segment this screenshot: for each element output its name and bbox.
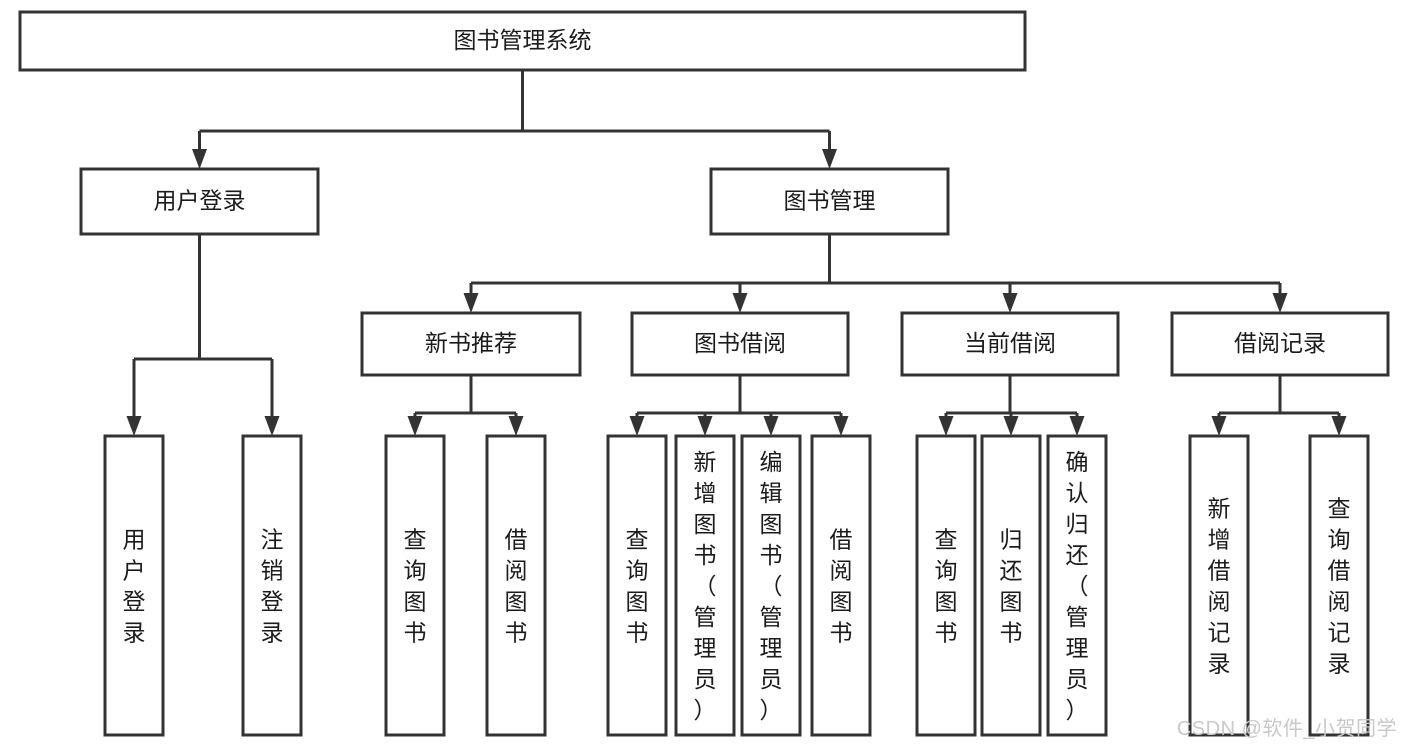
arrow-head-icon [1003, 416, 1019, 436]
connector-group [192, 70, 837, 169]
node-current-borrow[interactable]: 当前借阅 [900, 311, 1120, 377]
node-leaf-add-record[interactable]: 新增借阅记录 [1188, 434, 1250, 737]
node-book-borrow[interactable]: 图书借阅 [630, 311, 850, 377]
node-box[interactable] [1188, 434, 1250, 737]
node-leaf-user-login[interactable]: 用户登录 [103, 434, 165, 737]
arrow-head-icon [938, 416, 954, 436]
arrow-head-icon [264, 416, 280, 436]
node-box[interactable] [1170, 311, 1390, 377]
node-label: 图书借阅 [694, 330, 786, 356]
node-leaf-query-book-3[interactable]: 查询图书 [915, 434, 977, 737]
arrow-head-icon [192, 149, 207, 169]
node-label: 新增借阅记录 [1208, 496, 1231, 677]
node-leaf-return-book[interactable]: 归还图书 [980, 434, 1042, 737]
arrow-head-icon [508, 416, 524, 436]
arrow-head-icon [407, 416, 423, 436]
connector-group [1211, 375, 1347, 436]
node-box[interactable] [79, 167, 320, 236]
node-label: 查询图书 [404, 527, 427, 646]
node-box[interactable] [18, 10, 1027, 72]
node-label: 图书管理系统 [454, 27, 592, 53]
node-box[interactable] [241, 434, 303, 737]
node-box[interactable] [485, 434, 547, 737]
node-box[interactable] [810, 434, 872, 737]
node-label: 编辑图书（管理员） [760, 449, 783, 723]
node-label: 新增图书（管理员） [694, 449, 717, 723]
connector-group [629, 375, 849, 436]
node-label: 图书管理 [784, 188, 876, 214]
node-user-login[interactable]: 用户登录 [79, 167, 320, 236]
node-label: 新书推荐 [425, 330, 517, 356]
node-label: 查询借阅记录 [1328, 496, 1351, 677]
node-label: 当前借阅 [964, 330, 1056, 356]
arrow-head-icon [629, 416, 645, 436]
arrow-head-icon [1002, 293, 1018, 313]
connector-group [463, 234, 1288, 313]
node-layer: 图书管理系统用户登录图书管理新书推荐图书借阅当前借阅借阅记录用户登录注销登录查询… [18, 10, 1390, 737]
node-leaf-query-book-1[interactable]: 查询图书 [384, 434, 446, 737]
arrow-head-icon [833, 416, 849, 436]
node-box[interactable] [360, 311, 582, 377]
node-box[interactable] [384, 434, 446, 737]
node-box[interactable] [1308, 434, 1370, 737]
node-box[interactable] [740, 434, 802, 737]
node-box[interactable] [915, 434, 977, 737]
node-box[interactable] [103, 434, 165, 737]
node-box[interactable] [630, 311, 850, 377]
node-leaf-add-book[interactable]: 新增图书（管理员） [674, 434, 736, 737]
arrow-head-icon [697, 416, 713, 436]
node-box[interactable] [980, 434, 1042, 737]
watermark-text: CSDN @软件_小贺同学 [1176, 718, 1397, 740]
node-leaf-borrow-book-2[interactable]: 借阅图书 [810, 434, 872, 737]
node-leaf-edit-book[interactable]: 编辑图书（管理员） [740, 434, 802, 737]
node-label: 借阅图书 [505, 527, 528, 646]
arrow-head-icon [463, 293, 479, 313]
node-box[interactable] [674, 434, 736, 737]
node-label: 用户登录 [154, 188, 246, 214]
node-leaf-borrow-book-1[interactable]: 借阅图书 [485, 434, 547, 737]
node-box[interactable] [709, 167, 950, 236]
arrow-head-icon [1211, 416, 1227, 436]
connector-group [126, 234, 280, 436]
node-label: 查询图书 [626, 527, 649, 646]
connector-layer [126, 70, 1347, 436]
arrow-head-icon [732, 293, 748, 313]
node-new-book-rec[interactable]: 新书推荐 [360, 311, 582, 377]
node-label: 借阅记录 [1234, 330, 1326, 356]
node-label: 归还图书 [1000, 527, 1023, 646]
node-leaf-confirm-return[interactable]: 确认归还（管理员） [1046, 434, 1108, 737]
arrow-head-icon [822, 149, 837, 169]
node-leaf-query-record[interactable]: 查询借阅记录 [1308, 434, 1370, 737]
arrow-head-icon [1331, 416, 1347, 436]
connector-group [938, 375, 1085, 436]
arrow-head-icon [1272, 293, 1288, 313]
node-label: 注销登录 [261, 527, 284, 646]
node-root[interactable]: 图书管理系统 [18, 10, 1027, 72]
node-leaf-logout[interactable]: 注销登录 [241, 434, 303, 737]
arrow-head-icon [763, 416, 779, 436]
connector-group [407, 375, 524, 436]
node-box[interactable] [900, 311, 1120, 377]
node-label: 用户登录 [123, 527, 146, 646]
node-box[interactable] [1046, 434, 1108, 737]
node-label: 确认归还（管理员） [1066, 449, 1089, 723]
node-leaf-query-book-2[interactable]: 查询图书 [606, 434, 668, 737]
node-book-manage[interactable]: 图书管理 [709, 167, 950, 236]
node-box[interactable] [606, 434, 668, 737]
node-label: 借阅图书 [830, 527, 853, 646]
node-borrow-record[interactable]: 借阅记录 [1170, 311, 1390, 377]
arrow-head-icon [126, 416, 142, 436]
arrow-head-icon [1069, 416, 1085, 436]
node-label: 查询图书 [935, 527, 958, 646]
